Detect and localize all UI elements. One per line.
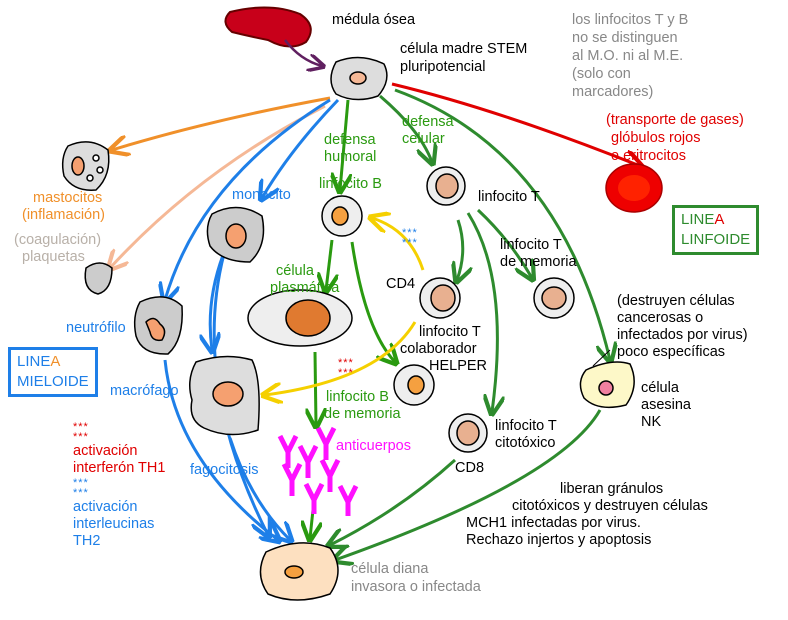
box-text-accent: A: [714, 211, 725, 228]
label-nk-desc: (destruyen células: [617, 293, 735, 309]
label-helper: linfocito T: [419, 324, 481, 340]
label-th2: interleucinas: [73, 516, 155, 532]
label-liberan: Rechazo injertos y apoptosis: [466, 532, 652, 548]
label-citotoxico: linfocito T: [495, 418, 557, 434]
label-cd8: CD8: [455, 460, 485, 476]
label-b-memoria: linfocito B: [326, 389, 389, 405]
label-plaquetas: plaquetas: [22, 249, 85, 265]
stars-red: ***: [338, 367, 354, 379]
box-text-accent: A: [50, 353, 61, 370]
label-cd4: CD4: [386, 276, 416, 292]
label-humoral: humoral: [324, 149, 377, 165]
bone-marrow: [224, 6, 312, 48]
antibodies: [277, 426, 359, 516]
arrows: [110, 82, 640, 560]
label-linfocito-t: linfocito T: [478, 189, 540, 205]
note-line: marcadores): [572, 84, 654, 100]
label-humoral: defensa: [324, 132, 376, 148]
stars-blue: ***: [402, 227, 418, 239]
nk-pointer-line: [592, 349, 611, 367]
box-linea-mieloide: LINEA MIELOIDE: [8, 347, 98, 397]
box-text: LINE: [681, 211, 715, 228]
label-mastocitos: mastocitos: [33, 190, 103, 206]
label-nk: NK: [641, 414, 662, 430]
label-stem-2: pluripotencial: [400, 59, 486, 75]
label-t-memoria: linfocito T: [500, 237, 562, 253]
label-nk-desc: cancerosas o: [617, 310, 704, 326]
stars-blue: ***: [73, 487, 89, 499]
label-medula: médula ósea: [332, 12, 416, 28]
label-nk-desc: infectados por virus): [617, 327, 748, 343]
stars-blue: ***: [73, 477, 89, 489]
label-diana: invasora o infectada: [351, 579, 481, 595]
label-celular: celular: [402, 131, 445, 147]
arrow-marrow-stem: [284, 39, 322, 66]
box-text: LINFOIDE: [681, 231, 751, 248]
note-line: los linfocitos T y B: [572, 12, 689, 28]
stars-red: ***: [73, 421, 89, 433]
label-macrofago: macrófago: [110, 383, 179, 399]
note-line: (solo con: [572, 66, 631, 82]
label-t-memoria: de memoria: [500, 254, 577, 270]
label-th1: interferón TH1: [73, 460, 166, 476]
label-nk: célula: [641, 380, 679, 396]
label-th2: activación: [73, 499, 138, 515]
box-text: MIELOIDE: [17, 373, 89, 390]
mastocyte: [61, 141, 110, 191]
label-liberan: MCH1 infectadas por virus.: [466, 515, 641, 531]
label-nk: asesina: [641, 397, 691, 413]
label-diana: célula diana: [351, 561, 429, 577]
label-th1: activación: [73, 443, 138, 459]
label-celular: defensa: [402, 114, 454, 130]
label-plasmatica: célula: [276, 263, 314, 279]
stars-red: ***: [338, 357, 354, 369]
label-th2: TH2: [73, 533, 101, 549]
label-b-memoria: de memoria: [324, 406, 401, 422]
note-line: no se distinguen: [572, 30, 678, 46]
label-fagocitosis: fagocitosis: [190, 462, 259, 478]
label-citotoxico: citotóxico: [495, 435, 556, 451]
label-nk-desc: poco específicas: [617, 344, 726, 360]
label-anticuerpos: anticuerpos: [336, 438, 411, 454]
label-plasmatica: plasmática: [270, 280, 340, 296]
note-line: al M.O. ni al M.E.: [572, 48, 684, 64]
label-rbc: (transporte de gases): [606, 112, 744, 128]
platelet: [84, 262, 113, 295]
label-liberan: liberan gránulos: [560, 481, 664, 497]
label-linfocito-b: linfocito B: [319, 176, 382, 192]
box-text: LINE: [17, 353, 51, 370]
stars-blue: ***: [402, 237, 418, 249]
label-plaquetas: (coagulación): [14, 232, 102, 248]
label-monocito: monocito: [232, 187, 291, 203]
box-linea-linfoide: LINEA LINFOIDE: [672, 205, 760, 255]
label-helper: colaborador: [400, 341, 477, 357]
label-rbc: glóbulos rojos: [611, 130, 701, 146]
label-mastocitos: (inflamación): [22, 207, 105, 223]
stars-red: ***: [73, 431, 89, 443]
label-neutrofilo: neutrófilo: [66, 320, 126, 336]
label-liberan: citotóxicos y destruyen células: [512, 498, 708, 514]
label-stem-1: célula madre STEM: [400, 41, 528, 57]
label-helper: HELPER: [429, 358, 488, 374]
label-rbc: o eritrocitos: [611, 148, 686, 164]
